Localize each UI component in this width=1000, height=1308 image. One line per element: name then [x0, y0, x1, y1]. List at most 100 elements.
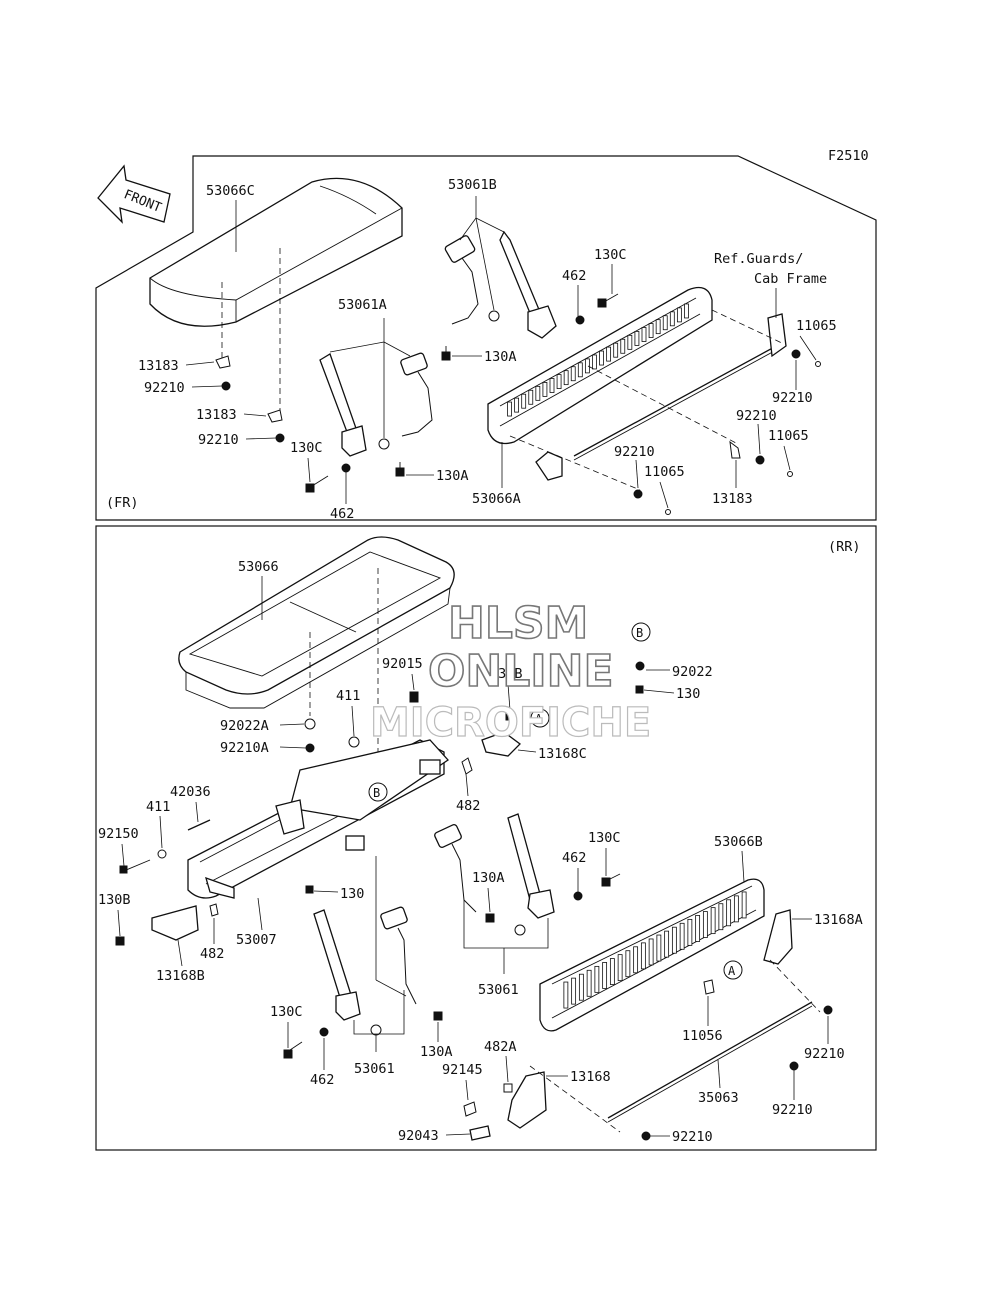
label-11056: 11056 — [682, 1028, 723, 1044]
label-482-left: 482 — [200, 946, 224, 962]
label-130-mid: 130 — [340, 886, 364, 902]
label-92043: 92043 — [398, 1128, 439, 1144]
bracket-13168c — [481, 731, 521, 757]
backrest-slat — [620, 338, 626, 354]
label-53061b: 53061B — [448, 177, 497, 193]
label-53066: 53066 — [238, 559, 279, 575]
label-482-mid: 482 — [456, 798, 480, 814]
backrest-slat — [571, 977, 577, 1005]
backrest-slat — [684, 303, 689, 319]
label-462-bot: 462 — [310, 1072, 334, 1088]
label-92015: 92015 — [382, 656, 423, 672]
backrest-slat — [648, 938, 654, 966]
figure-code: F2510 — [828, 148, 869, 164]
backrest-slat — [695, 915, 701, 942]
label-53061-bot: 53061 — [354, 1061, 395, 1077]
label-53066b: 53066B — [714, 834, 763, 850]
front-section-label: (FR) — [106, 495, 139, 511]
callout-a-bot: A — [723, 960, 743, 980]
backrest-slat — [627, 334, 633, 350]
label-53066c: 53066C — [206, 183, 255, 199]
backrest-slat — [507, 401, 512, 417]
backrest-slat — [602, 962, 608, 989]
label-92210-a: 92210 — [144, 380, 185, 396]
watermark-line-2: ONLINE — [428, 646, 614, 697]
label-92210-d: 92210 — [736, 408, 777, 424]
backrest-slat — [528, 389, 534, 405]
backrest-slat — [634, 331, 640, 346]
label-130a-mid: 130A — [472, 870, 505, 886]
backrest-slat — [521, 393, 527, 409]
label-130b-left: 130B — [98, 892, 131, 908]
backrest-slat — [542, 382, 548, 397]
svg-text:A: A — [535, 712, 543, 726]
backrest-slat — [625, 950, 631, 978]
label-53007: 53007 — [236, 932, 277, 948]
bolt-130c-top — [597, 293, 619, 308]
backrest-slat — [664, 930, 670, 958]
seat-cushion-rear — [178, 536, 455, 709]
backrest-slat — [633, 946, 639, 974]
backrest-slat — [656, 934, 662, 962]
label-13168a: 13168A — [814, 912, 863, 928]
label-53066a: 53066A — [472, 491, 521, 507]
backrest-slat — [726, 899, 732, 927]
label-13168: 13168 — [570, 1069, 611, 1085]
label-35063: 35063 — [698, 1090, 739, 1106]
label-13168b: 13168B — [156, 968, 205, 984]
backrest-front — [487, 286, 713, 445]
watermark-line-1: HLSM — [448, 598, 588, 649]
backrest-slat — [641, 327, 647, 342]
label-13168c: 13168C — [538, 746, 587, 762]
bracket-13168b — [151, 905, 199, 941]
backrest-slat — [718, 903, 724, 931]
backrest-slat — [514, 397, 520, 413]
label-130a-top: 130A — [484, 349, 517, 365]
label-462-left: 462 — [330, 506, 354, 522]
watermark-line-3: MICROFICHE — [370, 700, 651, 746]
backrest-slat — [584, 358, 590, 374]
label-130a-bot: 130A — [420, 1044, 453, 1060]
label-92210-r2: 92210 — [772, 1102, 813, 1118]
backrest-slat — [556, 374, 562, 389]
backrest-rear — [539, 878, 765, 1032]
backrest-slat — [535, 385, 541, 401]
backrest-slat — [592, 354, 597, 370]
label-462-top: 462 — [562, 268, 586, 284]
label-11065-a: 11065 — [796, 318, 837, 334]
backrest-slat — [679, 922, 685, 950]
label-462-mid: 462 — [562, 850, 586, 866]
label-ref-line2: Cab Frame — [754, 271, 827, 287]
label-53061-mid: 53061 — [478, 982, 519, 998]
label-92210-b: 92210 — [198, 432, 239, 448]
backrest-slat — [710, 907, 716, 935]
backrest-slat — [648, 323, 654, 338]
backrest-slat — [606, 346, 612, 362]
backrest-slat — [613, 342, 619, 358]
bolt-130a-top — [441, 346, 451, 361]
backrest-slat — [702, 911, 708, 938]
backrest-slat — [578, 973, 584, 1001]
label-92210-r1: 92210 — [804, 1046, 845, 1062]
label-130b-top: 130B — [490, 666, 523, 682]
label-13183-a: 13183 — [138, 358, 179, 374]
seat-cushion-front — [149, 177, 403, 327]
backrest-slat — [549, 378, 555, 393]
label-92210-e: 92210 — [614, 444, 655, 460]
backrest-slat — [662, 315, 668, 331]
front-arrow-icon: FRONT — [97, 164, 171, 224]
svg-text:A: A — [728, 964, 736, 978]
front-section-frame — [95, 155, 877, 521]
bolt-130a-left — [395, 462, 405, 477]
label-13183-b: 13183 — [196, 407, 237, 423]
label-130c-mid: 130C — [588, 830, 621, 846]
washer-462-top — [575, 315, 585, 325]
backrest-slat — [586, 969, 592, 997]
callout-a-mid: A — [530, 708, 550, 728]
label-130c-top: 130C — [594, 247, 627, 263]
label-11065-b: 11065 — [768, 428, 809, 444]
label-130-b: 130 — [676, 686, 700, 702]
backrest-slat — [669, 311, 675, 327]
callout-b-right: B — [631, 622, 651, 642]
